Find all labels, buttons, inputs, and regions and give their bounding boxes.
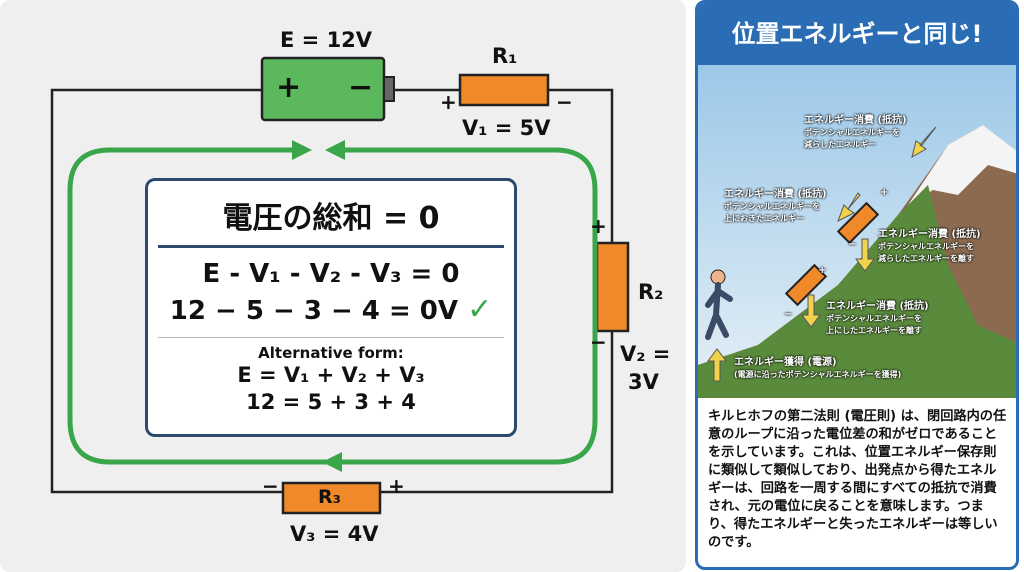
circuit-diagram [50,56,630,515]
panel-title: 位置エネルギーと同じ! [698,3,1016,65]
slope-minus-upper: − [848,239,857,250]
r1-voltage: V₁ = 5V [462,116,551,140]
r3-plus: + [388,474,405,498]
energy-label-3: エネルギー消費 (抵抗)ポテンシャルエネルギーを減らしたエネルギーを離す [878,229,981,263]
r3-voltage: V₃ = 4V [290,522,379,546]
alt-numeric: 12 = 5 + 3 + 4 [246,390,416,414]
slope-minus-lower: − [784,309,793,320]
battery-plus: + [276,70,302,105]
r2-minus: − [590,330,607,354]
numeric-equation: 12 − 5 − 3 − 4 = 0V [169,296,459,326]
r2-voltage-line2: 3V [628,370,659,394]
energy-label-5: エネルギー獲得 (電源)(電源に沿ったポテンシャルエネルギーを獲得) [734,357,902,379]
battery-minus: − [348,70,374,105]
energy-label-2: エネルギー消費 (抵抗)ポテンシャルエネルギーを上におきたエネルギー [724,189,827,223]
slope-resistor-upper [836,201,880,245]
hiker-icon [705,269,733,340]
energy-label-1: エネルギー消費 (抵抗)ポテンシャルエネルギーを減らしたエネルギー [804,115,907,149]
r2-plus: + [590,214,607,238]
analogy-panel: 位置エネルギーと同じ! エネルギー消費 (抵抗)ポテンシャルエネルギーを減らした… [695,0,1019,570]
battery-label: E = 12V [280,28,373,52]
divider [158,245,504,248]
r3-name: R₃ [318,486,341,508]
loop-arrowhead-right [292,140,312,160]
resistor-r3 [281,481,382,515]
r3-minus: − [262,474,279,498]
r2-voltage-line1: V₂ = [620,342,671,366]
slope-plus-lower: + [818,265,827,276]
grass-slope [698,185,1016,398]
slope-resistor-lower [784,263,828,307]
snow-cap [908,125,1016,205]
battery-terminal [383,76,395,102]
voltage-sum-box: 電圧の総和 = 0 E - V₁ - V₂ - V₃ = 0 12 − 5 − … [145,178,517,437]
symbolic-equation: E - V₁ - V₂ - V₃ = 0 [202,259,460,289]
r1-name: R₁ [492,44,518,68]
alt-form-label: Alternative form: [258,344,404,362]
r1-plus: + [440,90,457,114]
loop-arrowhead-left [325,140,345,160]
r2-name: R₂ [638,280,664,304]
r1-minus: − [556,90,573,114]
resistor-r2 [595,241,630,333]
box-title: 電圧の総和 = 0 [222,201,440,236]
alt-equation: E = V₁ + V₂ + V₃ [237,363,425,387]
check-icon: ✓ [467,292,493,327]
mountain-illustration [698,65,1016,398]
explanation-paragraph: キルヒホフの第二法則 (電圧則) は、閉回路内の任意のループに沿った電位差の和が… [708,409,1007,550]
slope-plus-upper: + [880,187,889,198]
circuit-panel: E = 12V + − R₁ + − V₁ = 5V + − R₂ V₂ = 3… [0,0,686,572]
resistor-r1 [458,73,550,107]
loop-arrowhead-bottom [322,452,342,472]
energy-label-4: エネルギー消費 (抵抗)ポテンシャルエネルギーを上にしたエネルギーを離す [826,301,929,335]
arrow-icons [707,126,937,382]
divider [158,337,504,338]
